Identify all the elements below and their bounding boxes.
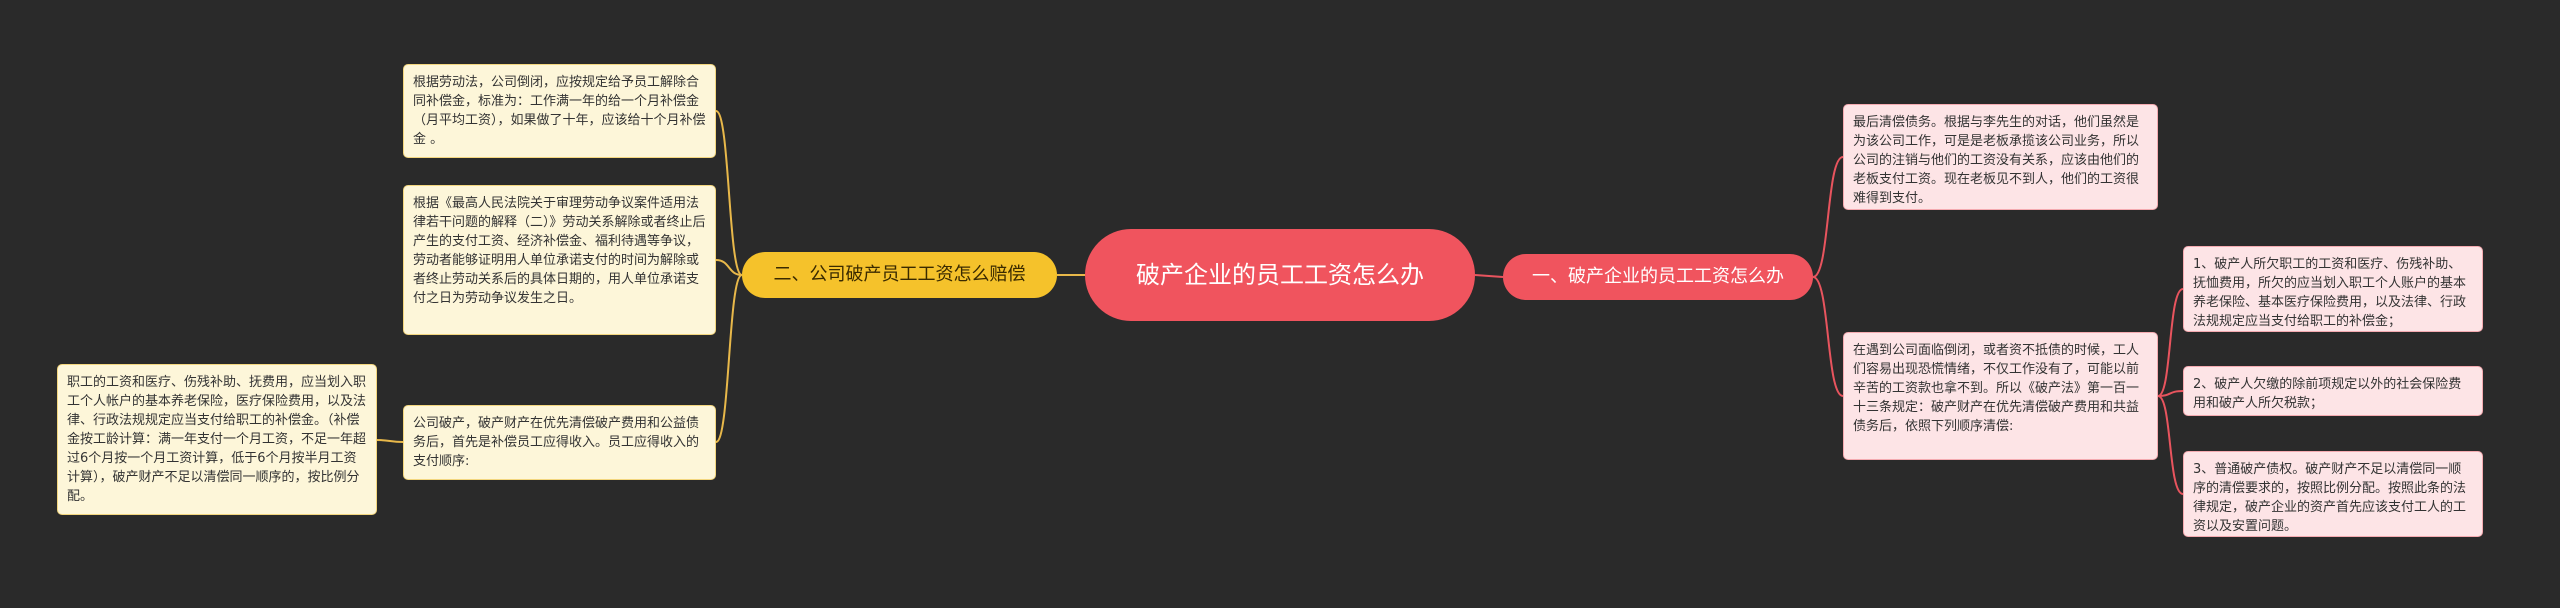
connector-left-l2: [715, 259, 743, 276]
leaf-right-2-text: 在遇到公司面临倒闭，或者资不抵债的时候，工人们容易出现恐慌情绪，不仅工作没有了，…: [1853, 343, 2140, 434]
leaf-left-3-child[interactable]: 职工的工资和医疗、伤残补助、抚费用，应当划入职工个人帐户的基本养老保险，医疗保险…: [57, 364, 377, 515]
leaf-left-2-text: 根据《最高人民法院关于审理劳动争议案件适用法律若干问题的解释（二）》劳动关系解除…: [413, 196, 706, 306]
connector-l3-l4: [376, 439, 404, 443]
branch-left-label: 二、公司破产员工工资怎么赔偿: [773, 264, 1026, 285]
leaf-right-1[interactable]: 最后清偿债务。根据与李先生的对话，他们虽然是为该公司工作，可是是老板承揽该公司业…: [1843, 104, 2158, 210]
connector-root-right: [1474, 274, 1504, 278]
branch-right[interactable]: 一、破产企业的员工工资怎么办: [1503, 254, 1813, 300]
leaf-right-2-child-1-text: 1、破产人所欠职工的工资和医疗、伤残补助、抚恤费用，所欠的应当划入职工个人账户的…: [2193, 257, 2467, 329]
branch-right-label: 一、破产企业的员工工资怎么办: [1532, 266, 1784, 287]
leaf-left-1[interactable]: 根据劳动法，公司倒闭，应按规定给予员工解除合同补偿金，标准为：工作满一年的给一个…: [403, 64, 716, 158]
root-topic[interactable]: 破产企业的员工工资怎么办: [1085, 229, 1475, 321]
leaf-left-3[interactable]: 公司破产，破产财产在优先清偿破产费用和公益债务后，首先是补偿员工应得收入。员工应…: [403, 405, 716, 480]
leaf-left-3-child-text: 职工的工资和医疗、伤残补助、抚费用，应当划入职工个人帐户的基本养老保险，医疗保险…: [67, 375, 367, 504]
root-topic-label: 破产企业的员工工资怎么办: [1136, 261, 1424, 289]
connector-right-r2: [1812, 276, 1844, 397]
connector-r2-r3: [2157, 288, 2184, 397]
leaf-right-2[interactable]: 在遇到公司面临倒闭，或者资不抵债的时候，工人们容易出现恐慌情绪，不仅工作没有了，…: [1843, 332, 2158, 460]
leaf-right-1-text: 最后清偿债务。根据与李先生的对话，他们虽然是为该公司工作，可是是老板承揽该公司业…: [1853, 115, 2140, 206]
branch-left[interactable]: 二、公司破产员工工资怎么赔偿: [742, 252, 1057, 298]
leaf-right-2-child-3-text: 3、普通破产债权。破产财产不足以清偿同一顺序的清偿要求的，按照比例分配。按照此条…: [2193, 462, 2467, 534]
leaf-left-2[interactable]: 根据《最高人民法院关于审理劳动争议案件适用法律若干问题的解释（二）》劳动关系解除…: [403, 185, 716, 335]
leaf-right-2-child-2-text: 2、破产人欠缴的除前项规定以外的社会保险费用和破产人所欠税款；: [2193, 377, 2462, 411]
connector-left-l1: [715, 110, 743, 276]
leaf-right-2-child-2[interactable]: 2、破产人欠缴的除前项规定以外的社会保险费用和破产人所欠税款；: [2183, 366, 2483, 416]
connector-right-r1: [1812, 156, 1844, 278]
leaf-right-2-child-3[interactable]: 3、普通破产债权。破产财产不足以清偿同一顺序的清偿要求的，按照比例分配。按照此条…: [2183, 451, 2483, 537]
leaf-right-2-child-1[interactable]: 1、破产人所欠职工的工资和医疗、伤残补助、抚恤费用，所欠的应当划入职工个人账户的…: [2183, 246, 2483, 332]
connector-r2-r5: [2157, 395, 2184, 495]
connector-left-l3: [715, 274, 743, 443]
leaf-left-3-text: 公司破产，破产财产在优先清偿破产费用和公益债务后，首先是补偿员工应得收入。员工应…: [413, 416, 700, 469]
leaf-left-1-text: 根据劳动法，公司倒闭，应按规定给予员工解除合同补偿金，标准为：工作满一年的给一个…: [413, 75, 706, 147]
connector-r2-r4: [2157, 390, 2184, 397]
